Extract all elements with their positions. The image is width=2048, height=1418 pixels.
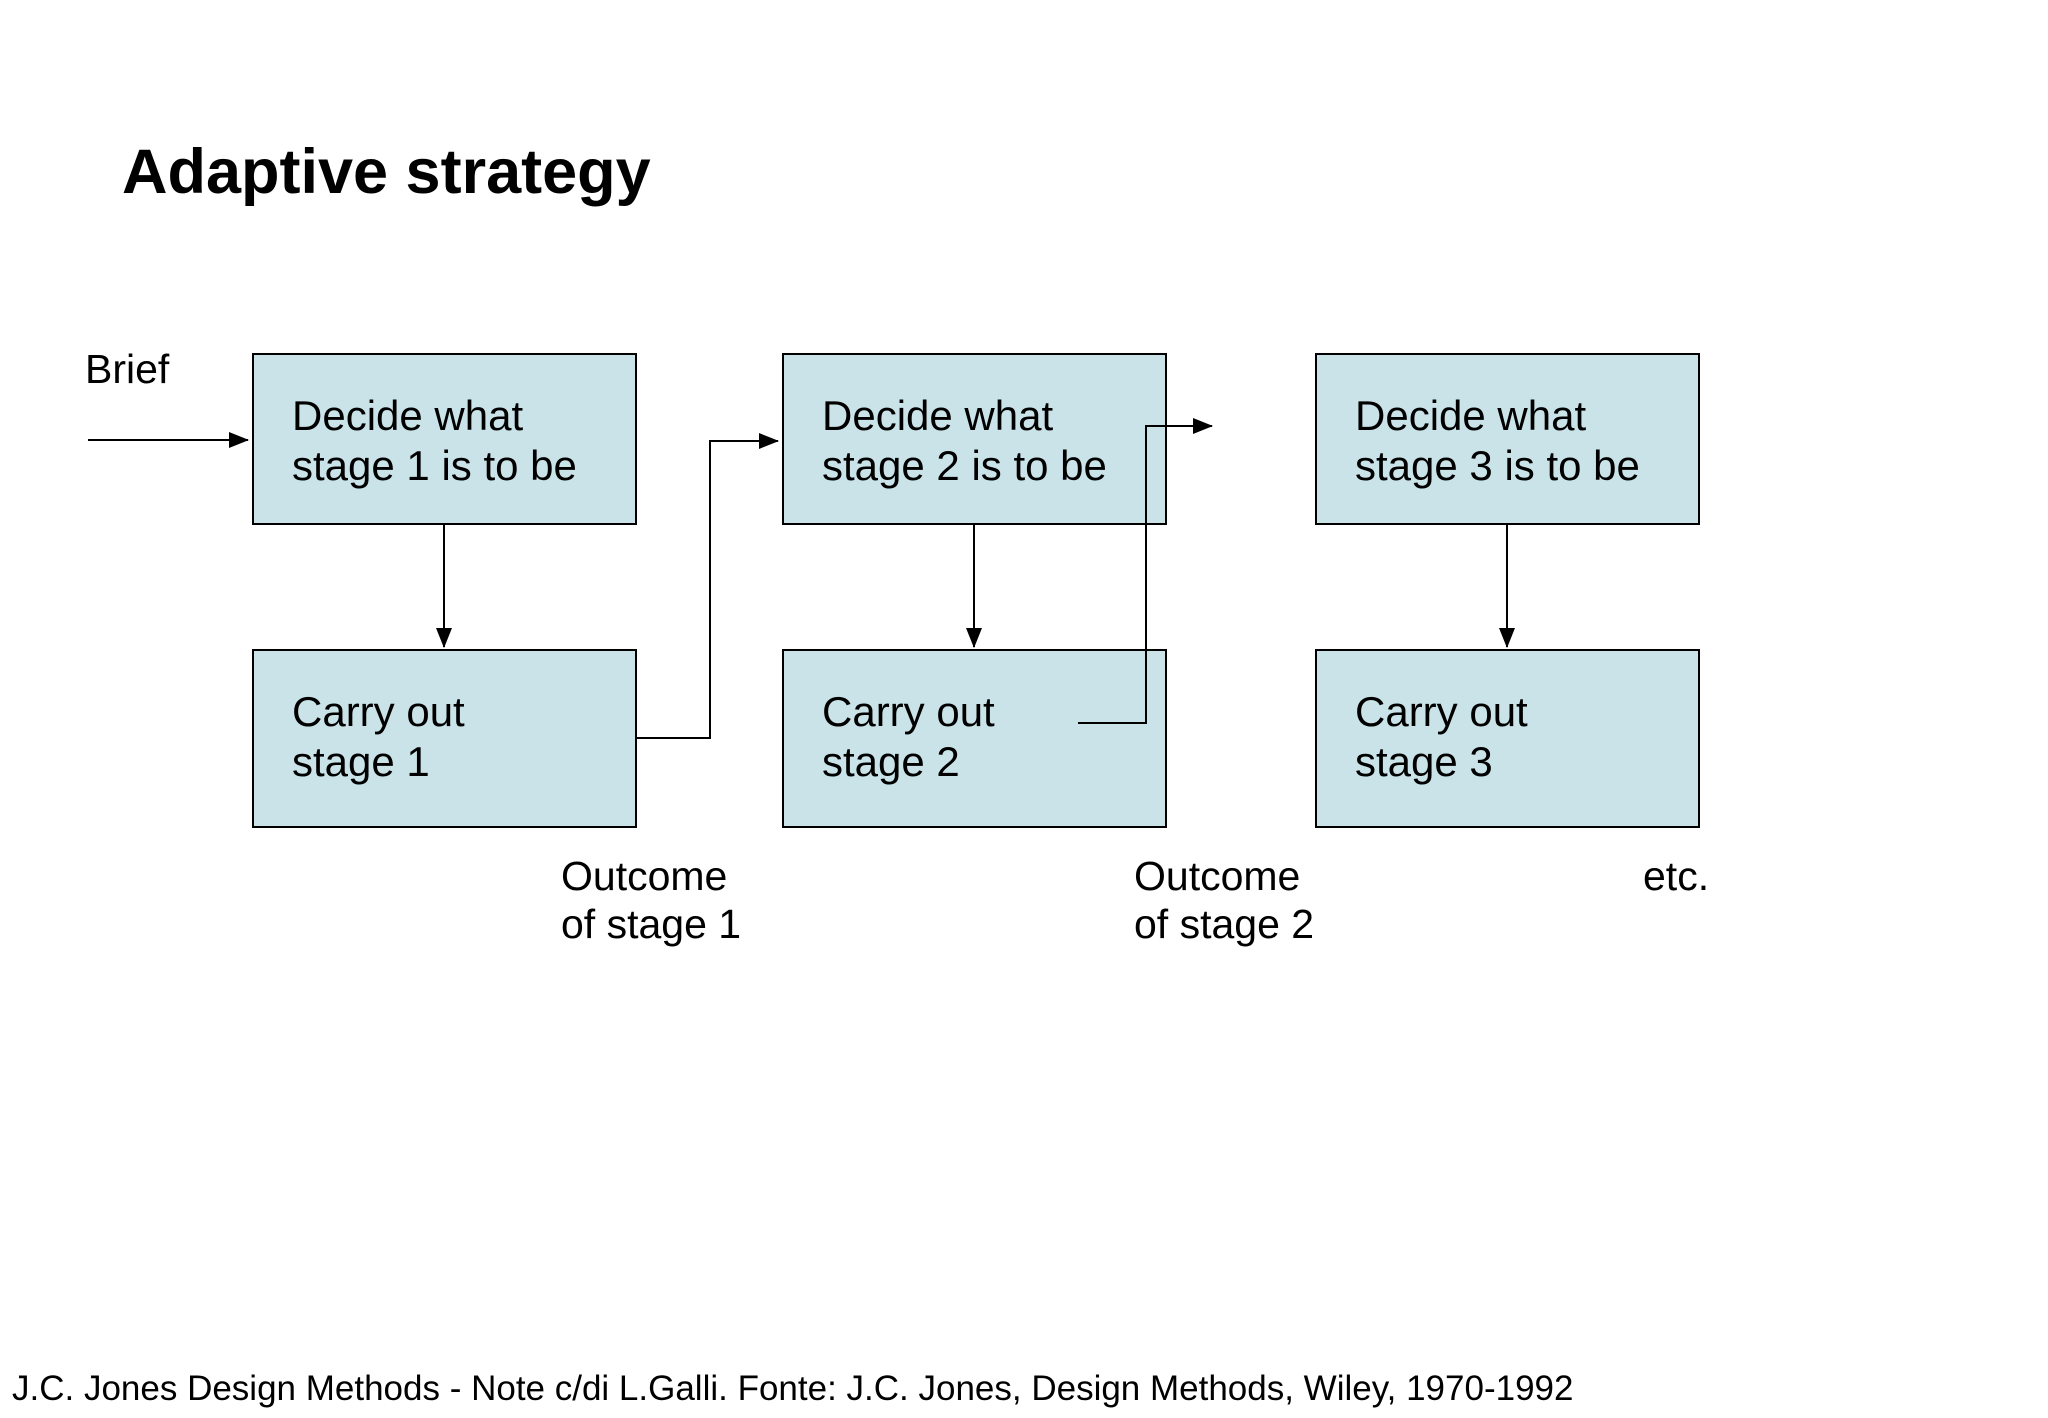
page-title: Adaptive strategy [122, 137, 651, 207]
carry-out-stage-3-box: Carry out stage 3 [1315, 649, 1700, 828]
box-text-line: stage 3 [1355, 738, 1493, 785]
outcome-of-stage-1-label: Outcome of stage 1 [561, 852, 741, 948]
box-text-line: stage 2 is to be [822, 442, 1107, 489]
carry-out-stage-2-box: Carry out stage 2 [782, 649, 1167, 828]
box-text-line: Decide what [292, 392, 524, 439]
outcome-of-stage-2-label: Outcome of stage 2 [1134, 852, 1314, 948]
carry1-to-decide2-arrow [637, 433, 779, 739]
box-text-line: Carry out [292, 688, 465, 735]
carry-out-stage-1-box: Carry out stage 1 [252, 649, 637, 828]
box-text-line: stage 2 [822, 738, 960, 785]
label-line: Outcome [1134, 853, 1301, 899]
box-text-line: stage 1 [292, 738, 430, 785]
box-text-line: stage 1 is to be [292, 442, 577, 489]
footer-citation: J.C. Jones Design Methods - Note c/di L.… [12, 1369, 1574, 1408]
brief-label: Brief [85, 346, 170, 392]
box-text-line: Carry out [1355, 688, 1528, 735]
label-line: of stage 1 [561, 901, 742, 947]
decide-stage-3-box: Decide what stage 3 is to be [1315, 353, 1700, 525]
decide-stage-1-box: Decide what stage 1 is to be [252, 353, 637, 525]
box-text-line: Decide what [1355, 392, 1587, 439]
decide-stage-2-box: Decide what stage 2 is to be [782, 353, 1167, 525]
box-text-line: Decide what [822, 392, 1054, 439]
label-line: Outcome [561, 853, 728, 899]
etc-label: etc. [1643, 853, 1710, 899]
box-text-line: stage 3 is to be [1355, 442, 1640, 489]
label-line: of stage 2 [1134, 901, 1315, 947]
box-text-line: Carry out [822, 688, 995, 735]
